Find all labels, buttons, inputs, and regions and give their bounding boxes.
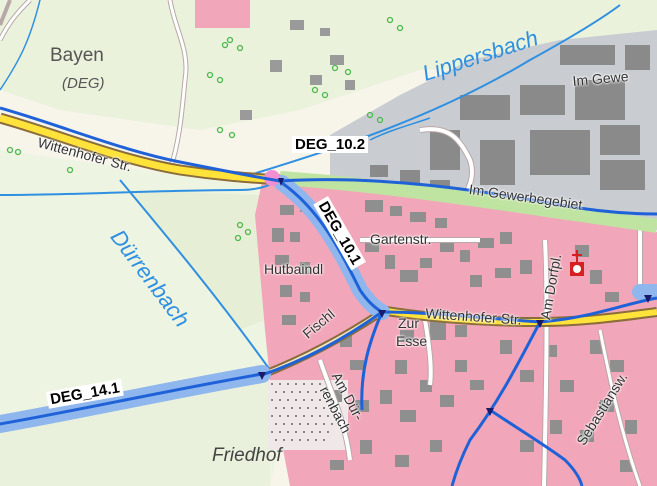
place-label-friedhof: Friedhof xyxy=(212,445,282,466)
segment-deg-14-1-line xyxy=(0,372,263,426)
street-label-esse: Esse xyxy=(396,333,428,349)
segment-lines xyxy=(0,106,657,486)
road-band-green xyxy=(279,171,657,233)
forest-area-strip xyxy=(130,190,265,330)
forest-area-southwest xyxy=(0,370,270,486)
street-label-gartenstr: Gartenstr. xyxy=(370,231,432,247)
segment-deg-10-2-line xyxy=(279,178,657,216)
street-label-zur: Zur xyxy=(398,315,419,331)
minor-roads xyxy=(0,0,643,486)
church-icon[interactable] xyxy=(570,250,584,276)
duerrenbach-stream xyxy=(119,179,271,371)
lippersbach-stream xyxy=(249,4,621,176)
forest-area-north xyxy=(0,0,657,130)
buildings-north xyxy=(240,20,355,120)
forest-dot-icon xyxy=(6,16,404,242)
node-marker-icon[interactable] xyxy=(258,178,652,416)
buildings-industrial xyxy=(370,45,650,192)
place-label-bayen: Bayen xyxy=(50,45,104,66)
segment-deg-10-1-line xyxy=(281,181,383,314)
segment-label-deg-10-2[interactable]: DEG_10.2 xyxy=(292,136,369,153)
settlement-patch-north xyxy=(195,0,250,28)
place-label-bayen-sub: (DEG) xyxy=(62,75,105,92)
street-label-hutbaindl: Hutbaindl xyxy=(264,261,324,277)
water-courses xyxy=(0,0,621,371)
